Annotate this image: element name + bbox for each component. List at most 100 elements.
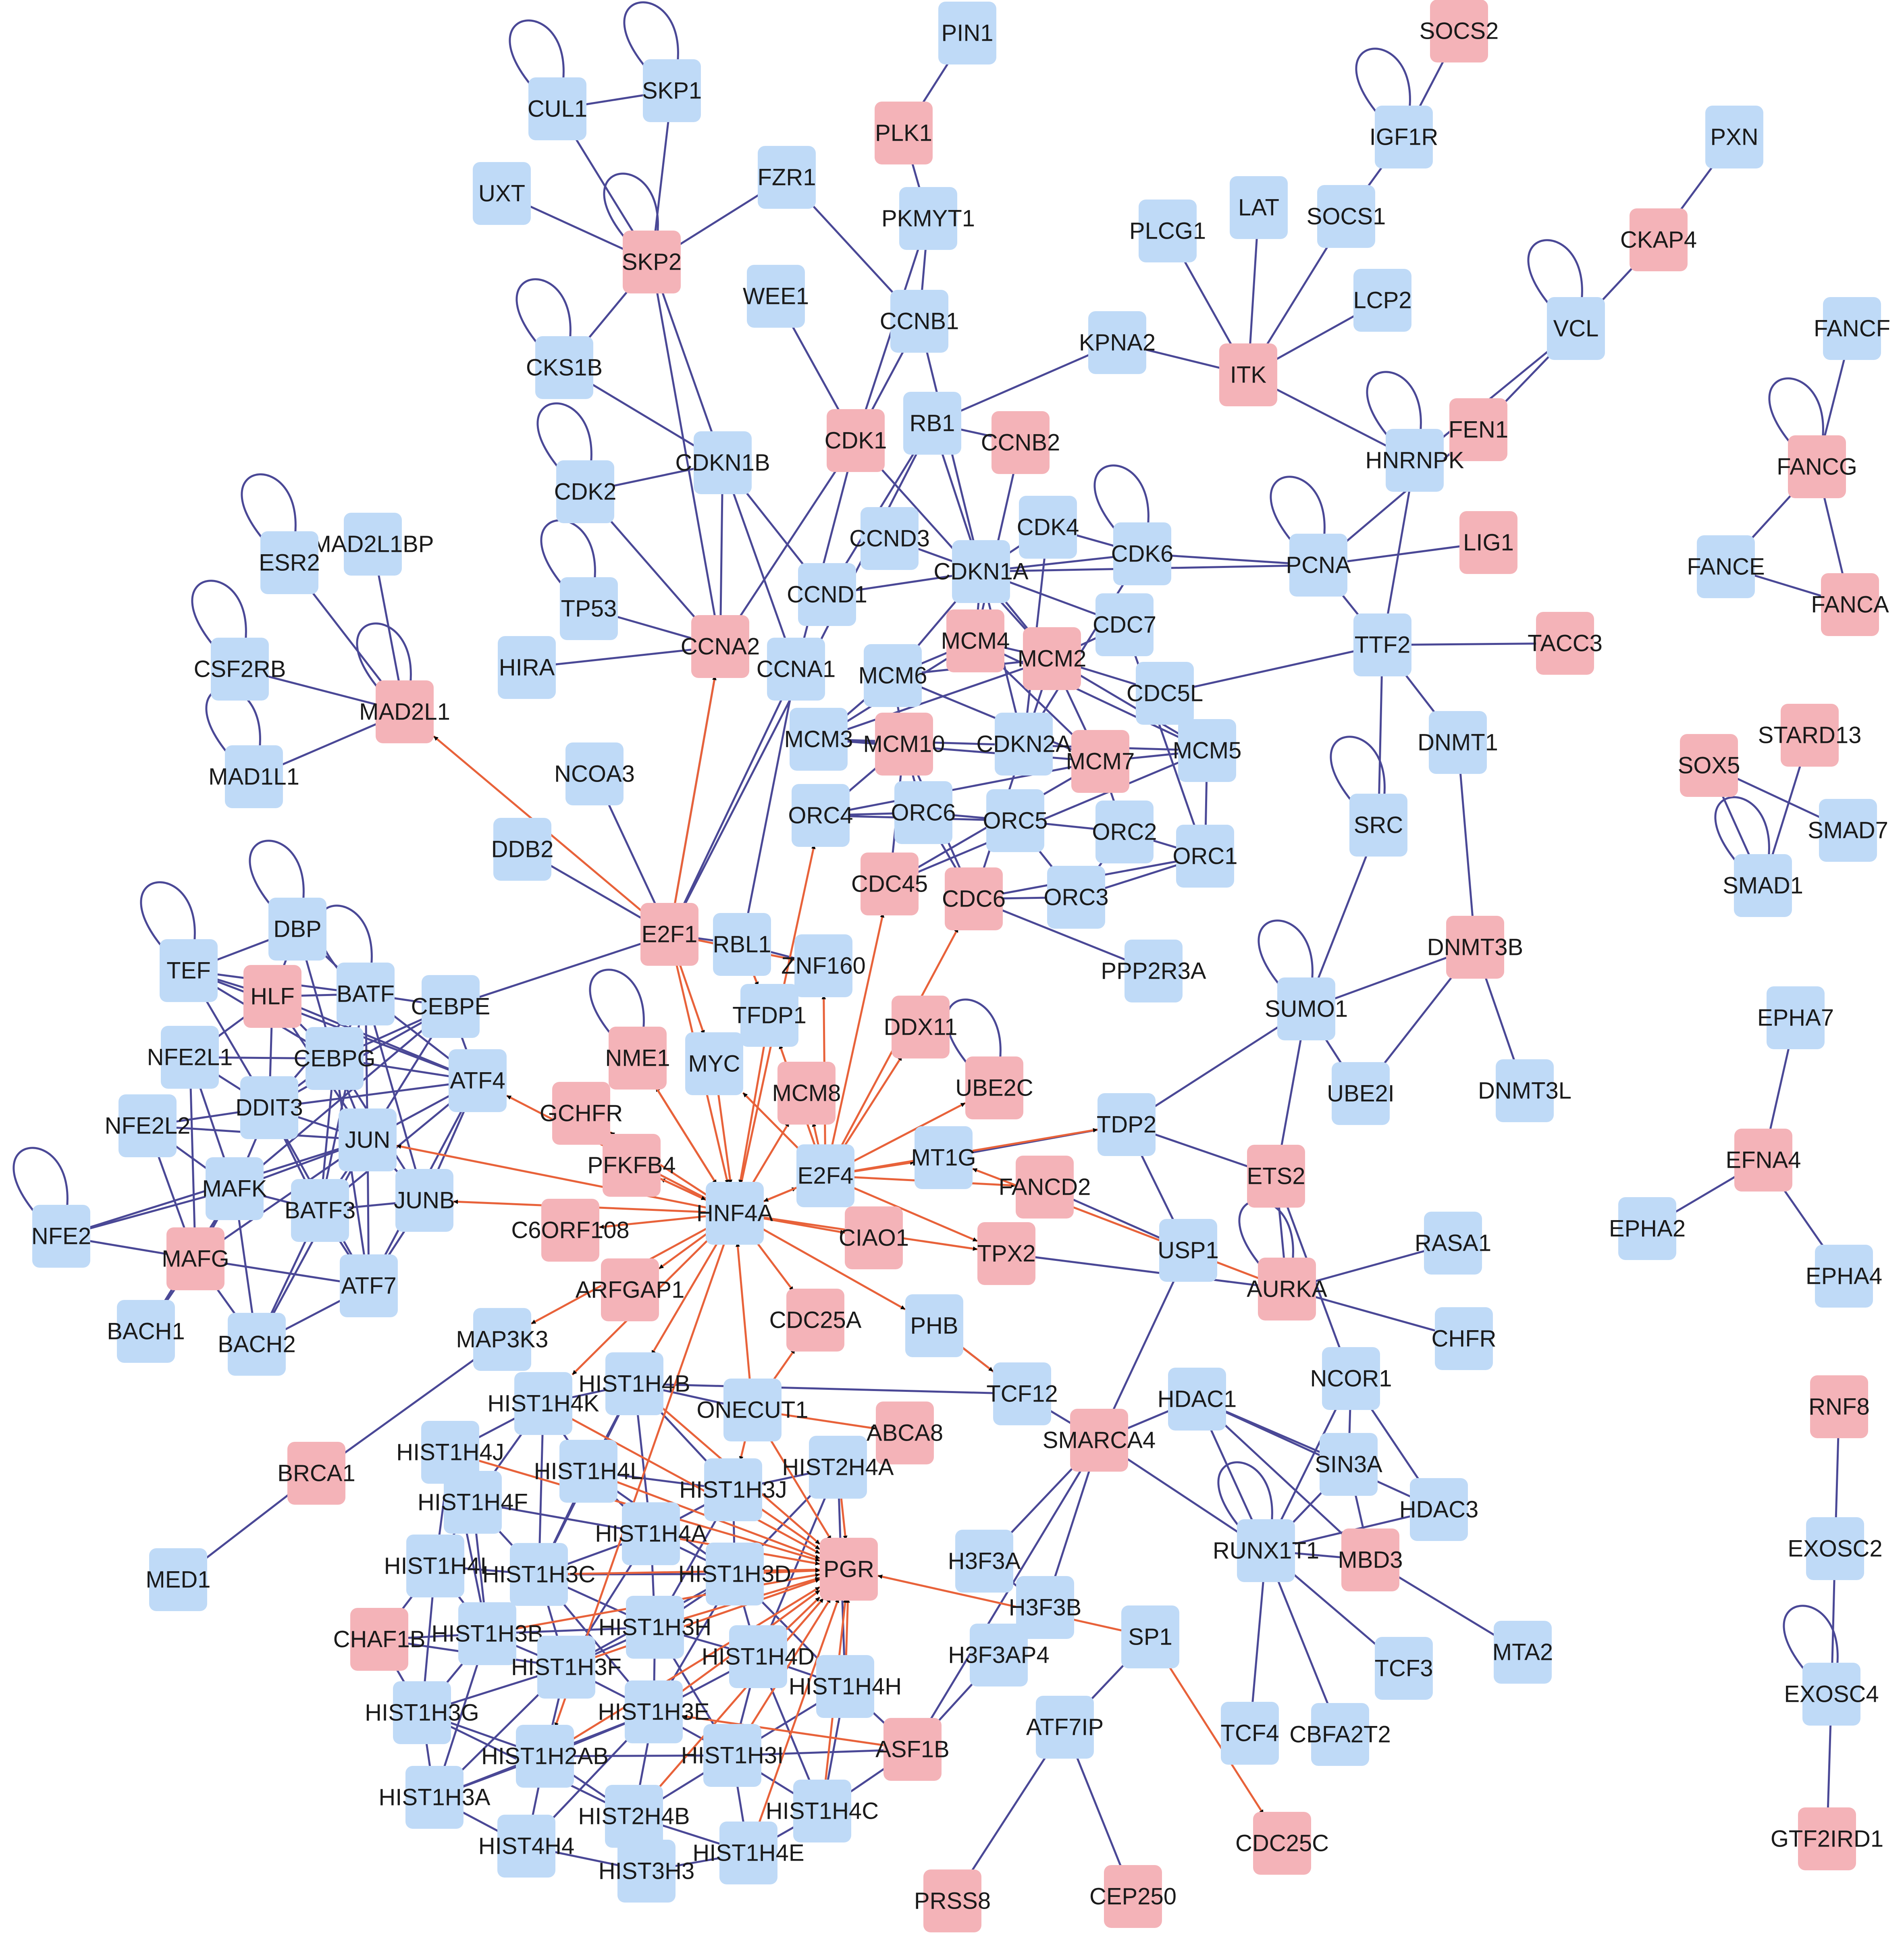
node-lcp2[interactable]: LCP2 bbox=[1353, 269, 1412, 332]
node-bach1[interactable]: BACH1 bbox=[107, 1300, 185, 1363]
node-ttf2[interactable]: TTF2 bbox=[1353, 613, 1411, 676]
node-cbfa2t2[interactable]: CBFA2T2 bbox=[1289, 1703, 1391, 1766]
node-fen1[interactable]: FEN1 bbox=[1449, 398, 1508, 461]
node-ckap4[interactable]: CKAP4 bbox=[1620, 208, 1697, 271]
node-hnrnpk[interactable]: HNRNPK bbox=[1366, 429, 1464, 492]
node-hdac1[interactable]: HDAC1 bbox=[1158, 1368, 1237, 1431]
node-cks1b[interactable]: CKS1B bbox=[526, 336, 603, 399]
node-smad1[interactable]: SMAD1 bbox=[1723, 854, 1803, 917]
node-cdkn1b[interactable]: CDKN1B bbox=[675, 431, 770, 494]
node-orc3[interactable]: ORC3 bbox=[1043, 866, 1109, 929]
node-rasa1[interactable]: RASA1 bbox=[1415, 1212, 1491, 1275]
node-vcl[interactable]: VCL bbox=[1547, 297, 1605, 360]
node-h3f3a[interactable]: H3F3A bbox=[948, 1530, 1021, 1593]
node-hist1h4k[interactable]: HIST1H4K bbox=[487, 1372, 599, 1435]
node-ddit3[interactable]: DDIT3 bbox=[235, 1076, 303, 1139]
node-ddx11[interactable]: DDX11 bbox=[884, 996, 958, 1058]
node-plk1[interactable]: PLK1 bbox=[875, 102, 933, 164]
node-ncoa3[interactable]: NCOA3 bbox=[554, 742, 635, 805]
node-gchfr[interactable]: GCHFR bbox=[540, 1082, 623, 1145]
node-hist2h4b[interactable]: HIST2H4B bbox=[578, 1785, 690, 1848]
node-pin1[interactable]: PIN1 bbox=[938, 2, 996, 64]
node-hist1h4h[interactable]: HIST1H4H bbox=[789, 1655, 902, 1718]
node-exosc4[interactable]: EXOSC4 bbox=[1784, 1663, 1879, 1726]
node-e2f4[interactable]: E2F4 bbox=[796, 1144, 854, 1207]
node-lat[interactable]: LAT bbox=[1230, 176, 1288, 239]
node-mcm7[interactable]: MCM7 bbox=[1066, 730, 1135, 793]
node-fancf[interactable]: FANCF bbox=[1814, 297, 1890, 360]
node-hist1h4l[interactable]: HIST1H4L bbox=[534, 1440, 643, 1503]
node-asf1b[interactable]: ASF1B bbox=[875, 1718, 950, 1781]
node-hist1h2ab[interactable]: HIST1H2AB bbox=[481, 1725, 609, 1788]
node-mcm3[interactable]: MCM3 bbox=[784, 708, 853, 771]
node-src[interactable]: SRC bbox=[1349, 794, 1407, 857]
node-tpx2[interactable]: TPX2 bbox=[977, 1222, 1036, 1285]
node-ppp2r3a[interactable]: PPP2R3A bbox=[1101, 940, 1206, 1002]
node-efna4[interactable]: EFNA4 bbox=[1726, 1129, 1801, 1192]
node-epha4[interactable]: EPHA4 bbox=[1806, 1245, 1882, 1308]
node-nfe2l1[interactable]: NFE2L1 bbox=[147, 1026, 233, 1089]
node-aurka[interactable]: AURKA bbox=[1247, 1258, 1327, 1320]
node-bach2[interactable]: BACH2 bbox=[218, 1313, 296, 1376]
node-c6orf108[interactable]: C6ORF108 bbox=[511, 1199, 630, 1262]
node-hist1h3e[interactable]: HIST1H3E bbox=[598, 1680, 710, 1743]
node-cdkn1a[interactable]: CDKN1A bbox=[933, 540, 1029, 603]
node-fzr1[interactable]: FZR1 bbox=[758, 146, 816, 209]
node-mad2l1bp[interactable]: MAD2L1BP bbox=[312, 513, 434, 576]
node-cdkn2a[interactable]: CDKN2A bbox=[976, 713, 1071, 776]
node-cul1[interactable]: CUL1 bbox=[528, 77, 587, 140]
node-esr2[interactable]: ESR2 bbox=[259, 531, 320, 594]
node-skp2[interactable]: SKP2 bbox=[622, 231, 682, 293]
node-rnf8[interactable]: RNF8 bbox=[1808, 1375, 1870, 1438]
node-runx1t1[interactable]: RUNX1T1 bbox=[1213, 1519, 1319, 1582]
node-tp53[interactable]: TP53 bbox=[560, 577, 618, 640]
node-itk[interactable]: ITK bbox=[1219, 343, 1277, 406]
node-mad1l1[interactable]: MAD1L1 bbox=[208, 745, 299, 808]
node-pfkfb4[interactable]: PFKFB4 bbox=[587, 1134, 676, 1197]
node-tacc3[interactable]: TACC3 bbox=[1528, 612, 1603, 675]
node-hist4h4[interactable]: HIST4H4 bbox=[478, 1815, 575, 1878]
node-hist1h3j[interactable]: HIST1H3J bbox=[679, 1458, 787, 1521]
node-pkmyt1[interactable]: PKMYT1 bbox=[881, 187, 975, 250]
node-cdk2[interactable]: CDK2 bbox=[554, 460, 617, 523]
node-atf4[interactable]: ATF4 bbox=[449, 1049, 507, 1112]
node-socs2[interactable]: SOCS2 bbox=[1420, 0, 1499, 62]
node-smad7[interactable]: SMAD7 bbox=[1808, 799, 1888, 862]
node-hist1h3c[interactable]: HIST1H3C bbox=[482, 1543, 595, 1606]
node-nfe2[interactable]: NFE2 bbox=[31, 1205, 91, 1268]
node-gtf2ird1[interactable]: GTF2IRD1 bbox=[1771, 1807, 1883, 1870]
node-dbp[interactable]: DBP bbox=[268, 898, 326, 961]
node-kpna2[interactable]: KPNA2 bbox=[1079, 311, 1156, 374]
node-hist1h4e[interactable]: HIST1H4E bbox=[692, 1822, 804, 1884]
node-h3f3b[interactable]: H3F3B bbox=[1009, 1576, 1082, 1639]
node-hist1h4d[interactable]: HIST1H4D bbox=[702, 1625, 815, 1688]
node-chfr[interactable]: CHFR bbox=[1431, 1307, 1497, 1370]
node-znf160[interactable]: ZNF160 bbox=[781, 934, 866, 997]
node-cdc7[interactable]: CDC7 bbox=[1093, 593, 1156, 656]
node-lig1[interactable]: LIG1 bbox=[1459, 511, 1517, 574]
node-ddb2[interactable]: DDB2 bbox=[491, 818, 554, 881]
node-dnmt3l[interactable]: DNMT3L bbox=[1478, 1059, 1571, 1122]
node-atf7[interactable]: ATF7 bbox=[340, 1254, 398, 1317]
node-tcf3[interactable]: TCF3 bbox=[1375, 1637, 1433, 1700]
node-pxn[interactable]: PXN bbox=[1705, 106, 1763, 168]
node-fance[interactable]: FANCE bbox=[1687, 535, 1765, 598]
node-mcm5[interactable]: MCM5 bbox=[1173, 719, 1242, 782]
node-ets2[interactable]: ETS2 bbox=[1247, 1145, 1305, 1208]
node-mafk[interactable]: MAFK bbox=[202, 1157, 267, 1220]
node-cep250[interactable]: CEP250 bbox=[1089, 1865, 1176, 1928]
node-cdc5l[interactable]: CDC5L bbox=[1127, 662, 1203, 725]
node-onecut1[interactable]: ONECUT1 bbox=[696, 1379, 809, 1441]
node-hist1h3g[interactable]: HIST1H3G bbox=[365, 1681, 479, 1744]
node-sox5[interactable]: SOX5 bbox=[1678, 734, 1740, 797]
node-ccna2[interactable]: CCNA2 bbox=[681, 615, 760, 678]
node-batf3[interactable]: BATF3 bbox=[285, 1179, 355, 1242]
node-socs1[interactable]: SOCS1 bbox=[1307, 185, 1386, 248]
node-nfe2l2[interactable]: NFE2L2 bbox=[105, 1094, 191, 1157]
node-sin3a[interactable]: SIN3A bbox=[1315, 1433, 1382, 1496]
node-hist1h3a[interactable]: HIST1H3A bbox=[378, 1766, 491, 1829]
node-hist1h4a[interactable]: HIST1H4A bbox=[595, 1502, 707, 1565]
node-hist1h4i[interactable]: HIST1H4I bbox=[384, 1535, 487, 1597]
node-hlf[interactable]: HLF bbox=[243, 965, 301, 1028]
node-orc6[interactable]: ORC6 bbox=[891, 781, 956, 844]
